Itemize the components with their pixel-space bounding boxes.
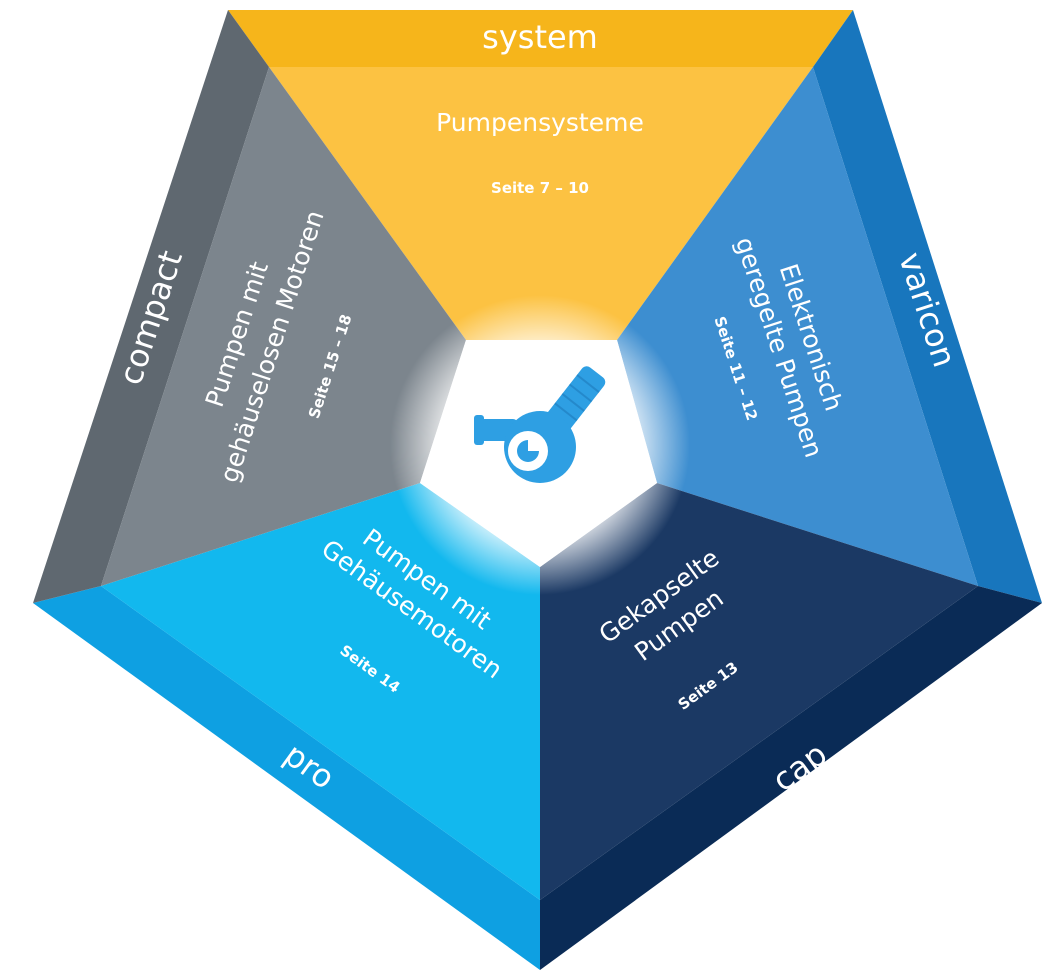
segment-pro-band	[33, 586, 540, 970]
segment-cap-band	[540, 586, 1042, 970]
segment-compact-face	[101, 67, 466, 586]
segment-varicon-face	[617, 67, 978, 586]
segment-system-title: Pumpensysteme	[436, 108, 644, 137]
segment-system[interactable]: system Pumpensysteme Seite 7 – 10	[228, 10, 853, 340]
segment-compact-band	[33, 10, 269, 603]
segment-compact[interactable]: compact Pumpen mit gehäuselosen Motoren …	[33, 10, 466, 603]
segment-system-face	[269, 67, 813, 340]
pump-icon	[474, 366, 606, 483]
segment-varicon-band	[813, 10, 1042, 603]
segment-pro-face	[101, 483, 540, 900]
segment-system-band	[228, 10, 853, 67]
segment-cap[interactable]: cap Gekapselte Pumpen Seite 13	[540, 483, 1042, 970]
segment-system-pages: Seite 7 – 10	[491, 179, 589, 197]
segment-varicon[interactable]: varicon Elektronisch geregelte Pumpen Se…	[617, 10, 1042, 603]
segment-cap-face	[540, 483, 978, 900]
segment-system-edge-label: system	[482, 18, 598, 56]
segment-pro[interactable]: pro Pumpen mit Gehäusemotoren Seite 14	[33, 483, 540, 970]
